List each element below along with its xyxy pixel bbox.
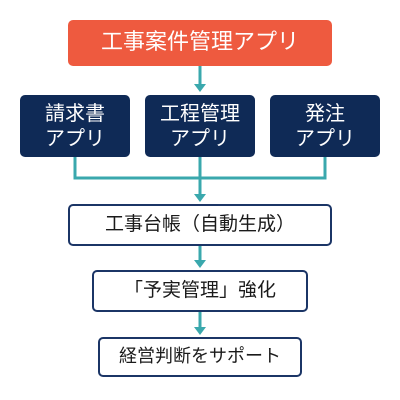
app-node-schedule-line1: 工程管理 — [160, 101, 240, 125]
app-node-schedule-line2: アプリ — [170, 126, 230, 150]
top-node-construction-app: 工事案件管理アプリ — [68, 20, 332, 66]
top-node-label: 工事案件管理アプリ — [100, 30, 299, 56]
arrowhead-support — [194, 327, 206, 335]
arrowhead-apps — [194, 84, 206, 92]
budget-node: 「予実管理」強化 — [92, 270, 308, 312]
ledger-node: 工事台帳（自動生成） — [68, 204, 332, 246]
app-node-order-line2: アプリ — [295, 126, 355, 150]
arrowhead-budget — [194, 260, 206, 268]
app-node-schedule: 工程管理 アプリ — [145, 95, 255, 157]
ledger-node-label: 工事台帳（自動生成） — [104, 213, 295, 236]
app-node-order-line1: 発注 — [305, 101, 345, 125]
app-node-invoice: 請求書 アプリ — [20, 95, 130, 157]
app-node-invoice-line1: 請求書 — [45, 101, 105, 125]
budget-node-label: 「予実管理」強化 — [123, 279, 276, 302]
support-node-label: 経営判断をサポート — [119, 345, 281, 367]
support-node: 経営判断をサポート — [98, 337, 302, 377]
arrowhead-ledger — [194, 194, 206, 202]
app-node-invoice-line2: アプリ — [45, 126, 105, 150]
app-node-order: 発注 アプリ — [270, 95, 380, 157]
